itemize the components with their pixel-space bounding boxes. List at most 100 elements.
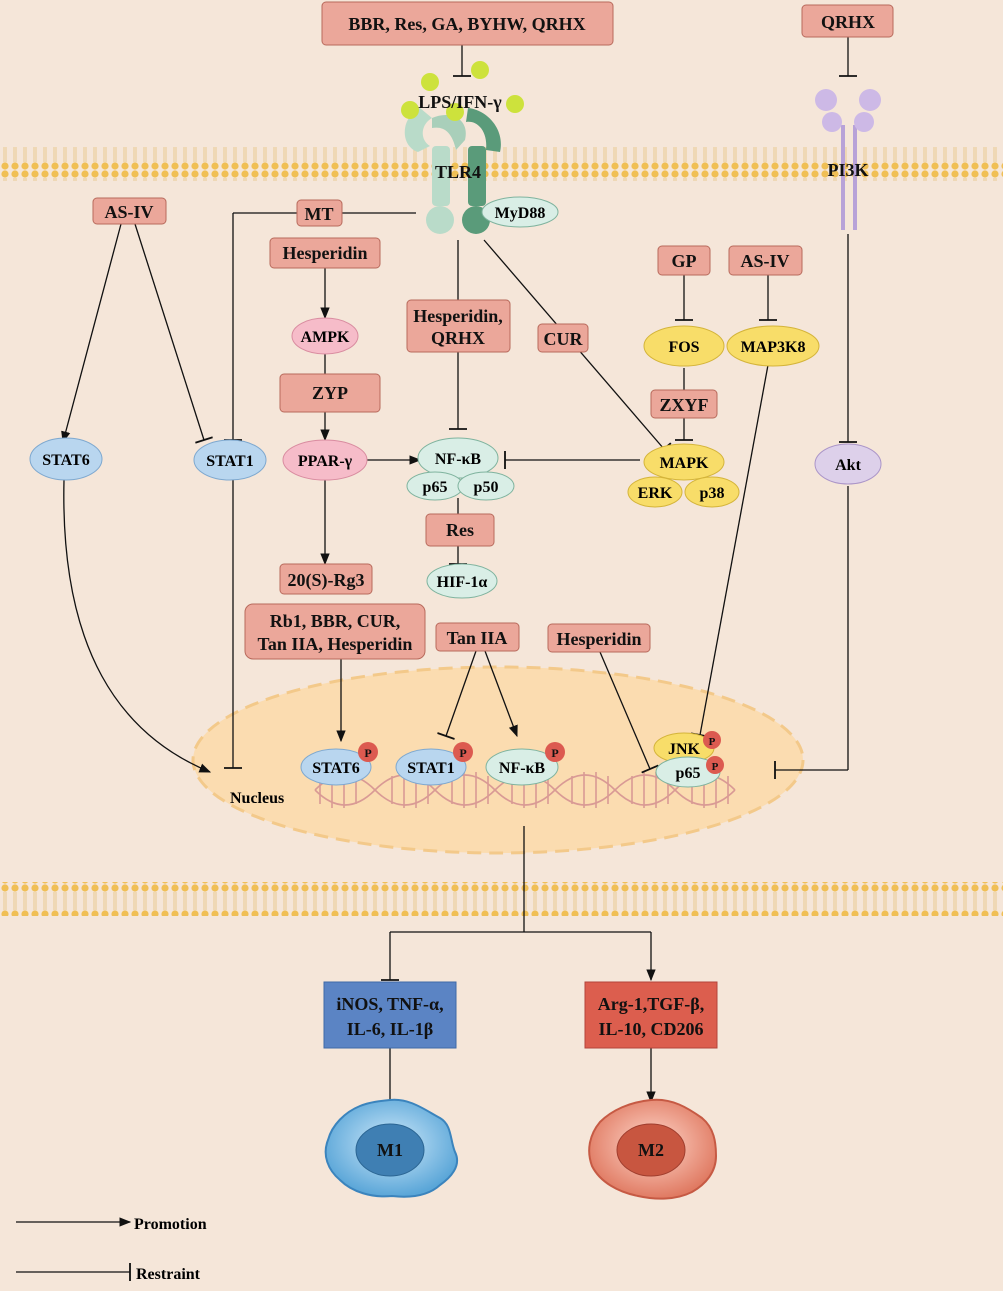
svg-text:ERK: ERK	[638, 485, 673, 502]
node-akt: Akt	[814, 443, 882, 485]
drug-top-inhibitors-box: BBR, Res, GA, BYHW, QRHX	[321, 1, 614, 46]
node-p65: p65	[406, 471, 464, 501]
drug-res-box: Res	[425, 513, 495, 547]
svg-text:IL-6, IL-1β: IL-6, IL-1β	[347, 1019, 434, 1039]
svg-text:ZXYF: ZXYF	[660, 395, 709, 415]
node-myd88: MyD88	[481, 196, 559, 228]
drug-cur-box: CUR	[537, 323, 589, 353]
svg-text:HIF-1α: HIF-1α	[437, 574, 488, 591]
node-stat6-nuclear: STAT6 P	[300, 742, 378, 786]
svg-text:CUR: CUR	[544, 329, 584, 349]
drug-as-iv-left-box: AS-IV	[92, 197, 167, 225]
lps-particles	[401, 61, 524, 121]
legend-promotion: Promotion	[134, 1216, 207, 1233]
svg-text:AS-IV: AS-IV	[740, 251, 789, 271]
tlr4-label: TLR4	[435, 162, 481, 182]
svg-text:p65: p65	[676, 765, 701, 782]
pi3k-receptor	[815, 89, 881, 230]
svg-text:MT: MT	[305, 204, 334, 224]
node-ampk: AMPK	[291, 317, 359, 355]
drug-hesperidin-qrhx-box: Hesperidin, QRHX	[406, 299, 511, 353]
svg-text:Akt: Akt	[835, 457, 861, 474]
svg-text:M2: M2	[638, 1140, 664, 1160]
svg-text:STAT1: STAT1	[206, 453, 253, 470]
svg-text:Rb1, BBR, CUR,: Rb1, BBR, CUR,	[270, 611, 401, 631]
svg-text:STAT6: STAT6	[312, 760, 359, 777]
m2-markers-box: Arg-1,TGF-β, IL-10, CD206	[584, 981, 718, 1049]
svg-text:GP: GP	[672, 251, 697, 271]
svg-text:AS-IV: AS-IV	[104, 202, 153, 222]
svg-text:Hesperidin: Hesperidin	[556, 629, 641, 649]
node-jnk-nuclear: JNK P	[653, 731, 721, 764]
svg-text:iNOS, TNF-α,: iNOS, TNF-α,	[336, 994, 443, 1014]
drug-multi-box: Rb1, BBR, CUR, Tan IIA, Hesperidin	[244, 603, 426, 660]
svg-text:JNK: JNK	[668, 741, 701, 758]
drug-tan-iia-box: Tan IIA	[435, 622, 520, 652]
svg-text:20(S)-Rg3: 20(S)-Rg3	[288, 570, 365, 591]
node-p65-nuclear: p65 P	[655, 756, 724, 788]
svg-text:P: P	[364, 746, 371, 760]
svg-text:Arg-1,TGF-β,: Arg-1,TGF-β,	[598, 994, 704, 1014]
svg-text:M1: M1	[377, 1140, 403, 1160]
svg-text:P: P	[709, 736, 716, 748]
svg-text:NF-κB: NF-κB	[499, 760, 546, 777]
svg-text:Tan IIA: Tan IIA	[447, 628, 508, 648]
drug-qrhx-top-box: QRHX	[801, 4, 894, 38]
svg-text:P: P	[459, 746, 466, 760]
node-p50: p50	[457, 471, 515, 501]
node-erk: ERK	[627, 476, 683, 508]
svg-text:p65: p65	[423, 479, 448, 496]
svg-text:STAT1: STAT1	[407, 760, 454, 777]
m2-macrophage: M2	[588, 1098, 718, 1200]
svg-text:PPAR-γ: PPAR-γ	[298, 453, 353, 470]
svg-text:Hesperidin: Hesperidin	[282, 243, 367, 263]
m1-macrophage: M1	[324, 1098, 459, 1198]
svg-text:P: P	[712, 761, 719, 773]
svg-text:FOS: FOS	[668, 339, 699, 356]
node-ppar: PPAR-γ	[282, 439, 368, 481]
drug-gp-box: GP	[657, 245, 711, 276]
svg-text:MyD88: MyD88	[495, 205, 546, 222]
node-nfkb-nuclear: NF-κB P	[485, 742, 565, 786]
svg-text:QRHX: QRHX	[431, 328, 485, 348]
drug-zyp-box: ZYP	[279, 373, 381, 413]
pi3k-label: PI3K	[827, 160, 868, 180]
node-mapk: MAPK	[643, 443, 725, 481]
node-stat1: STAT1	[193, 439, 267, 481]
svg-text:NF-κB: NF-κB	[435, 451, 482, 468]
svg-text:p50: p50	[474, 479, 499, 496]
drug-hesperidin-2-box: Hesperidin	[547, 623, 651, 653]
svg-text:MAPK: MAPK	[660, 455, 709, 472]
nucleus-label: Nucleus	[230, 790, 284, 807]
svg-text:IL-10, CD206: IL-10, CD206	[598, 1019, 703, 1039]
plasma-membrane-top	[0, 147, 1003, 181]
lps-ifn-label: LPS/IFN-γ	[418, 92, 502, 112]
node-fos: FOS	[643, 325, 725, 367]
node-map3k8: MAP3K8	[726, 325, 820, 367]
drug-rg3-box: 20(S)-Rg3	[279, 563, 373, 595]
plasma-membrane-bottom	[0, 882, 1003, 916]
drug-hesperidin-1-box: Hesperidin	[269, 237, 381, 269]
svg-text:Res: Res	[446, 520, 474, 540]
legend-restraint: Restraint	[136, 1266, 201, 1283]
svg-text:STAT6: STAT6	[42, 452, 89, 469]
drug-mt-box: MT	[296, 199, 343, 227]
drug-top-inhibitors: BBR, Res, GA, BYHW, QRHX	[348, 14, 585, 34]
svg-text:P: P	[551, 746, 558, 760]
svg-text:ZYP: ZYP	[312, 383, 348, 403]
node-p38: p38	[684, 476, 740, 508]
node-hif: HIF-1α	[426, 563, 498, 599]
svg-text:Tan IIA, Hesperidin: Tan IIA, Hesperidin	[258, 634, 413, 654]
svg-text:Hesperidin,: Hesperidin,	[413, 306, 503, 326]
svg-text:p38: p38	[700, 485, 725, 502]
m1-markers-box: iNOS, TNF-α, IL-6, IL-1β	[323, 981, 457, 1049]
drug-as-iv-right-box: AS-IV	[728, 245, 803, 276]
svg-text:QRHX: QRHX	[821, 12, 875, 32]
node-stat1-nuclear: STAT1 P	[395, 742, 473, 786]
drug-zxyf-box: ZXYF	[650, 389, 718, 419]
node-stat6: STAT6	[29, 437, 103, 481]
svg-text:AMPK: AMPK	[301, 329, 350, 346]
svg-text:MAP3K8: MAP3K8	[741, 339, 806, 356]
